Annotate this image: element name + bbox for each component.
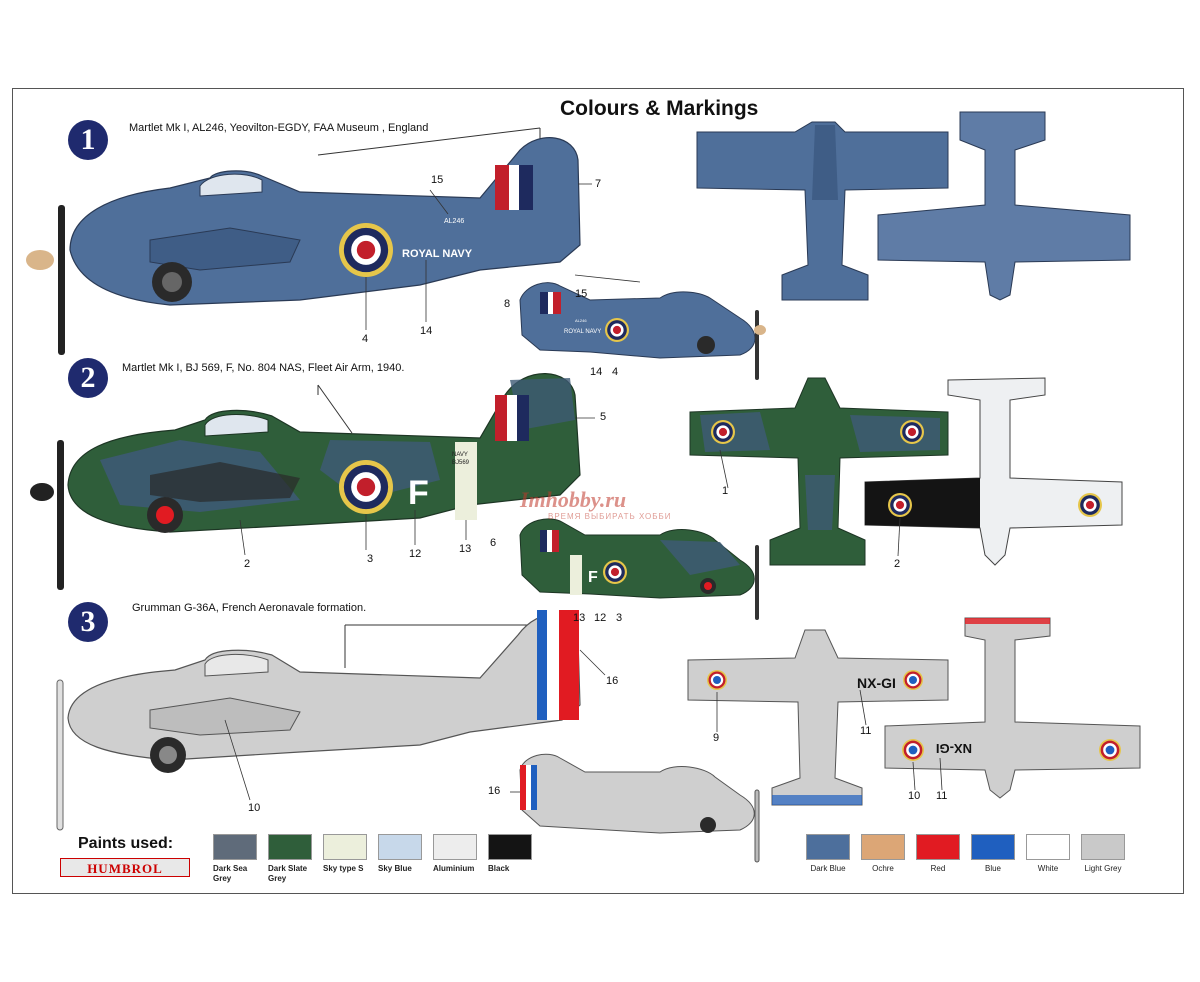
right-swatch-label-2: Red bbox=[930, 864, 946, 873]
watermark-subtitle: ВРЕМЯ ВЫБИРАТЬ ХОББИ bbox=[548, 512, 672, 521]
under-view-1 bbox=[877, 111, 1131, 301]
callout-4-small: 4 bbox=[612, 366, 619, 378]
scheme-3-caption: Grumman G-36A, French Aeronavale formati… bbox=[132, 602, 367, 614]
callout-13-small: 13 bbox=[573, 612, 586, 624]
left-swatch-label-0: Dark Sea Grey bbox=[213, 864, 248, 883]
serial-bj569: BJ569 bbox=[452, 460, 470, 466]
left-swatch-label-3: Sky Blue bbox=[378, 864, 412, 873]
paints-used-label: Paints used: bbox=[78, 835, 174, 852]
callout-12: 12 bbox=[409, 548, 422, 560]
callout-10: 10 bbox=[248, 802, 261, 814]
left-swatch-label-2: Sky type S bbox=[323, 864, 364, 873]
profile-2-main bbox=[30, 373, 595, 590]
scheme-2-badge: 2 bbox=[68, 358, 108, 398]
callout-3: 3 bbox=[367, 553, 374, 565]
royal-navy-marking: ROYAL NAVY bbox=[402, 248, 473, 260]
callout-14: 14 bbox=[420, 325, 433, 337]
left-swatch-3 bbox=[378, 834, 422, 860]
code-f-small: F bbox=[588, 569, 598, 586]
right-swatch-3 bbox=[971, 834, 1015, 860]
top-view-3 bbox=[687, 629, 949, 806]
profile-1-main bbox=[26, 127, 592, 355]
callout-2-under: 2 bbox=[894, 558, 901, 570]
watermark-logo: Imhobby.ru bbox=[520, 487, 627, 512]
right-swatch-label-0: Dark Blue bbox=[810, 864, 846, 873]
right-swatch-5 bbox=[1081, 834, 1125, 860]
right-swatch-4 bbox=[1026, 834, 1070, 860]
under-view-2 bbox=[864, 377, 1123, 566]
right-swatch-0 bbox=[806, 834, 850, 860]
serial-al246-small: AL246 bbox=[575, 318, 587, 323]
right-swatch-label-5: Light Grey bbox=[1084, 864, 1122, 873]
callout-16: 16 bbox=[606, 675, 619, 687]
callout-15: 15 bbox=[431, 174, 444, 186]
profile-3-main bbox=[56, 610, 606, 831]
callout-9: 9 bbox=[713, 732, 720, 744]
scheme-1-caption: Martlet Mk I, AL246, Yeovilton-EGDY, FAA… bbox=[129, 122, 429, 134]
scheme-3-badge: 3 bbox=[68, 602, 108, 642]
right-swatch-1 bbox=[861, 834, 905, 860]
serial-al246: AL246 bbox=[444, 218, 464, 225]
under-view-3 bbox=[884, 617, 1141, 799]
right-swatch-2 bbox=[916, 834, 960, 860]
callout-11-top: 11 bbox=[860, 725, 872, 737]
left-swatch-1 bbox=[268, 834, 312, 860]
callout-13: 13 bbox=[459, 543, 472, 555]
code-f-marking: F bbox=[408, 474, 429, 512]
right-swatch-label-4: White bbox=[1037, 864, 1059, 873]
left-swatch-label-4: Aluminium bbox=[433, 864, 475, 873]
callout-4: 4 bbox=[362, 333, 369, 345]
top-view-1 bbox=[696, 121, 949, 301]
callout-2: 2 bbox=[244, 558, 251, 570]
right-swatch-label-1: Ochre bbox=[872, 864, 894, 873]
french-code-under: NX-GI bbox=[936, 741, 972, 756]
left-swatch-5 bbox=[488, 834, 532, 860]
scheme-1-badge: 1 bbox=[68, 120, 108, 160]
callout-5: 5 bbox=[600, 411, 607, 423]
top-view-2 bbox=[689, 377, 949, 566]
french-code-top: NX-GI bbox=[857, 675, 896, 691]
navy-marking-2: NAVY bbox=[452, 452, 468, 458]
callout-12-small: 12 bbox=[594, 612, 607, 624]
callout-10-under: 10 bbox=[908, 790, 921, 802]
profile-3-small bbox=[510, 753, 760, 863]
page-title: Colours & Markings bbox=[560, 97, 759, 120]
callout-15-small: 15 bbox=[575, 288, 588, 300]
profile-2-small bbox=[519, 518, 759, 620]
left-swatch-0 bbox=[213, 834, 257, 860]
callout-6: 6 bbox=[490, 537, 497, 549]
left-swatch-label-1: Dark Slate Grey bbox=[268, 864, 308, 883]
left-swatch-2 bbox=[323, 834, 367, 860]
callout-3-small: 3 bbox=[616, 612, 623, 624]
callout-16-small: 16 bbox=[488, 785, 501, 797]
callout-14-small: 14 bbox=[590, 366, 603, 378]
callout-8: 8 bbox=[504, 298, 511, 310]
callout-1-top: 1 bbox=[722, 485, 729, 497]
right-swatch-label-3: Blue bbox=[984, 864, 1001, 873]
left-swatch-4 bbox=[433, 834, 477, 860]
scheme-2-caption: Martlet Mk I, BJ 569, F, No. 804 NAS, Fl… bbox=[122, 362, 405, 374]
callout-7: 7 bbox=[595, 178, 602, 190]
callout-11-under: 11 bbox=[936, 790, 948, 802]
humbrol-logo: HUMBROL bbox=[60, 858, 190, 877]
royal-navy-small: ROYAL NAVY bbox=[564, 329, 601, 335]
profile-1-small bbox=[519, 274, 766, 380]
left-swatch-label-5: Black bbox=[488, 864, 510, 873]
